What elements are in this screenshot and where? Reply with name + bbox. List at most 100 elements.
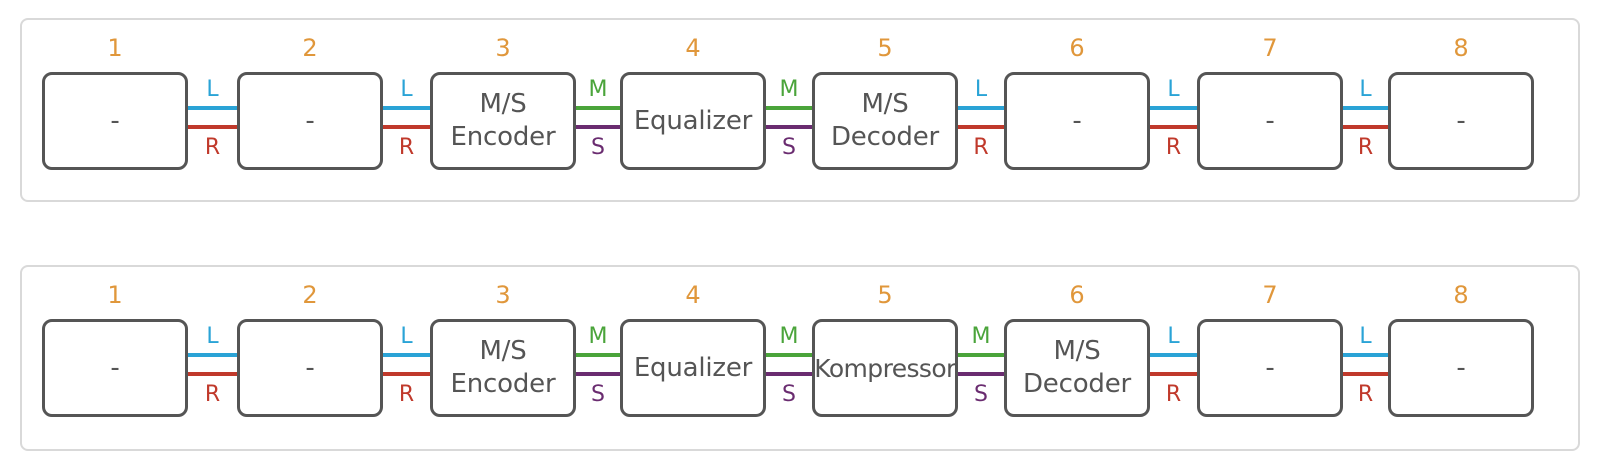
channel-label-M: M <box>971 324 991 349</box>
module-slot-8[interactable]: - <box>1388 72 1534 170</box>
module-slot-6[interactable]: - <box>1004 72 1150 170</box>
module-slot-4[interactable]: Equalizer <box>620 72 766 170</box>
slot-number: 6 <box>1069 34 1085 62</box>
wire-L <box>958 106 1004 110</box>
wire-L <box>1150 106 1197 110</box>
slot-number: 4 <box>685 34 701 62</box>
channel-label-M: M <box>779 77 799 102</box>
module-slot-2[interactable]: - <box>237 72 383 170</box>
wire-R <box>1343 372 1388 376</box>
wire-R <box>383 372 430 376</box>
wire-L <box>1343 106 1388 110</box>
channel-label-R: R <box>1165 382 1182 407</box>
module-slot-5[interactable]: Kompressor <box>812 319 958 417</box>
wire-R <box>1150 372 1197 376</box>
channel-label-S: S <box>591 135 605 160</box>
channel-label-S: S <box>974 382 988 407</box>
channel-label-S: S <box>591 382 605 407</box>
channel-label-L: L <box>974 77 988 102</box>
channel-label-R: R <box>973 135 989 160</box>
slot-number: 7 <box>1262 34 1278 62</box>
channel-label-L: L <box>1167 324 1180 349</box>
slot-number: 8 <box>1453 34 1469 62</box>
slot-number: 1 <box>107 34 123 62</box>
channel-label-R: R <box>1357 382 1374 407</box>
slot-number: 7 <box>1262 281 1278 309</box>
wire-L <box>383 106 430 110</box>
channel-label-R: R <box>204 135 221 160</box>
wire-M <box>766 106 812 110</box>
wire-S <box>576 372 620 376</box>
module-slot-2[interactable]: - <box>237 319 383 417</box>
wire-L <box>383 353 430 357</box>
module-slot-3[interactable]: M/S Encoder <box>430 319 576 417</box>
channel-label-M: M <box>779 324 799 349</box>
wire-R <box>383 125 430 129</box>
wire-L <box>188 353 237 357</box>
slot-number: 5 <box>877 34 893 62</box>
slot-number: 5 <box>877 281 893 309</box>
channel-label-M: M <box>588 77 608 102</box>
module-slot-7[interactable]: - <box>1197 319 1343 417</box>
channel-label-L: L <box>1167 77 1180 102</box>
wire-M <box>766 353 812 357</box>
wire-R <box>188 372 237 376</box>
wire-M <box>958 353 1004 357</box>
wire-R <box>958 125 1004 129</box>
module-slot-7[interactable]: - <box>1197 72 1343 170</box>
wire-S <box>766 372 812 376</box>
module-slot-1[interactable]: - <box>42 72 188 170</box>
channel-label-L: L <box>400 324 413 349</box>
wire-R <box>1343 125 1388 129</box>
wire-M <box>576 353 620 357</box>
channel-label-R: R <box>204 382 221 407</box>
slot-number: 3 <box>495 34 511 62</box>
wire-S <box>958 372 1004 376</box>
channel-label-R: R <box>398 382 415 407</box>
slot-number: 6 <box>1069 281 1085 309</box>
wire-R <box>1150 125 1197 129</box>
slot-number: 8 <box>1453 281 1469 309</box>
channel-label-R: R <box>1357 135 1374 160</box>
channel-label-L: L <box>400 77 413 102</box>
channel-label-L: L <box>206 324 219 349</box>
wire-L <box>188 106 237 110</box>
wire-R <box>188 125 237 129</box>
slot-number: 2 <box>302 281 318 309</box>
slot-number: 2 <box>302 34 318 62</box>
module-slot-1[interactable]: - <box>42 319 188 417</box>
channel-label-L: L <box>206 77 219 102</box>
wire-S <box>576 125 620 129</box>
channel-label-L: L <box>1359 324 1372 349</box>
channel-label-R: R <box>398 135 415 160</box>
channel-label-L: L <box>1359 77 1372 102</box>
module-slot-4[interactable]: Equalizer <box>620 319 766 417</box>
wire-M <box>576 106 620 110</box>
channel-label-S: S <box>782 382 796 407</box>
module-slot-6[interactable]: M/S Decoder <box>1004 319 1150 417</box>
channel-label-S: S <box>782 135 796 160</box>
channel-label-R: R <box>1165 135 1182 160</box>
slot-number: 3 <box>495 281 511 309</box>
wire-L <box>1343 353 1388 357</box>
wire-S <box>766 125 812 129</box>
slot-number: 1 <box>107 281 123 309</box>
module-slot-5[interactable]: M/S Decoder <box>812 72 958 170</box>
module-slot-3[interactable]: M/S Encoder <box>430 72 576 170</box>
module-slot-8[interactable]: - <box>1388 319 1534 417</box>
